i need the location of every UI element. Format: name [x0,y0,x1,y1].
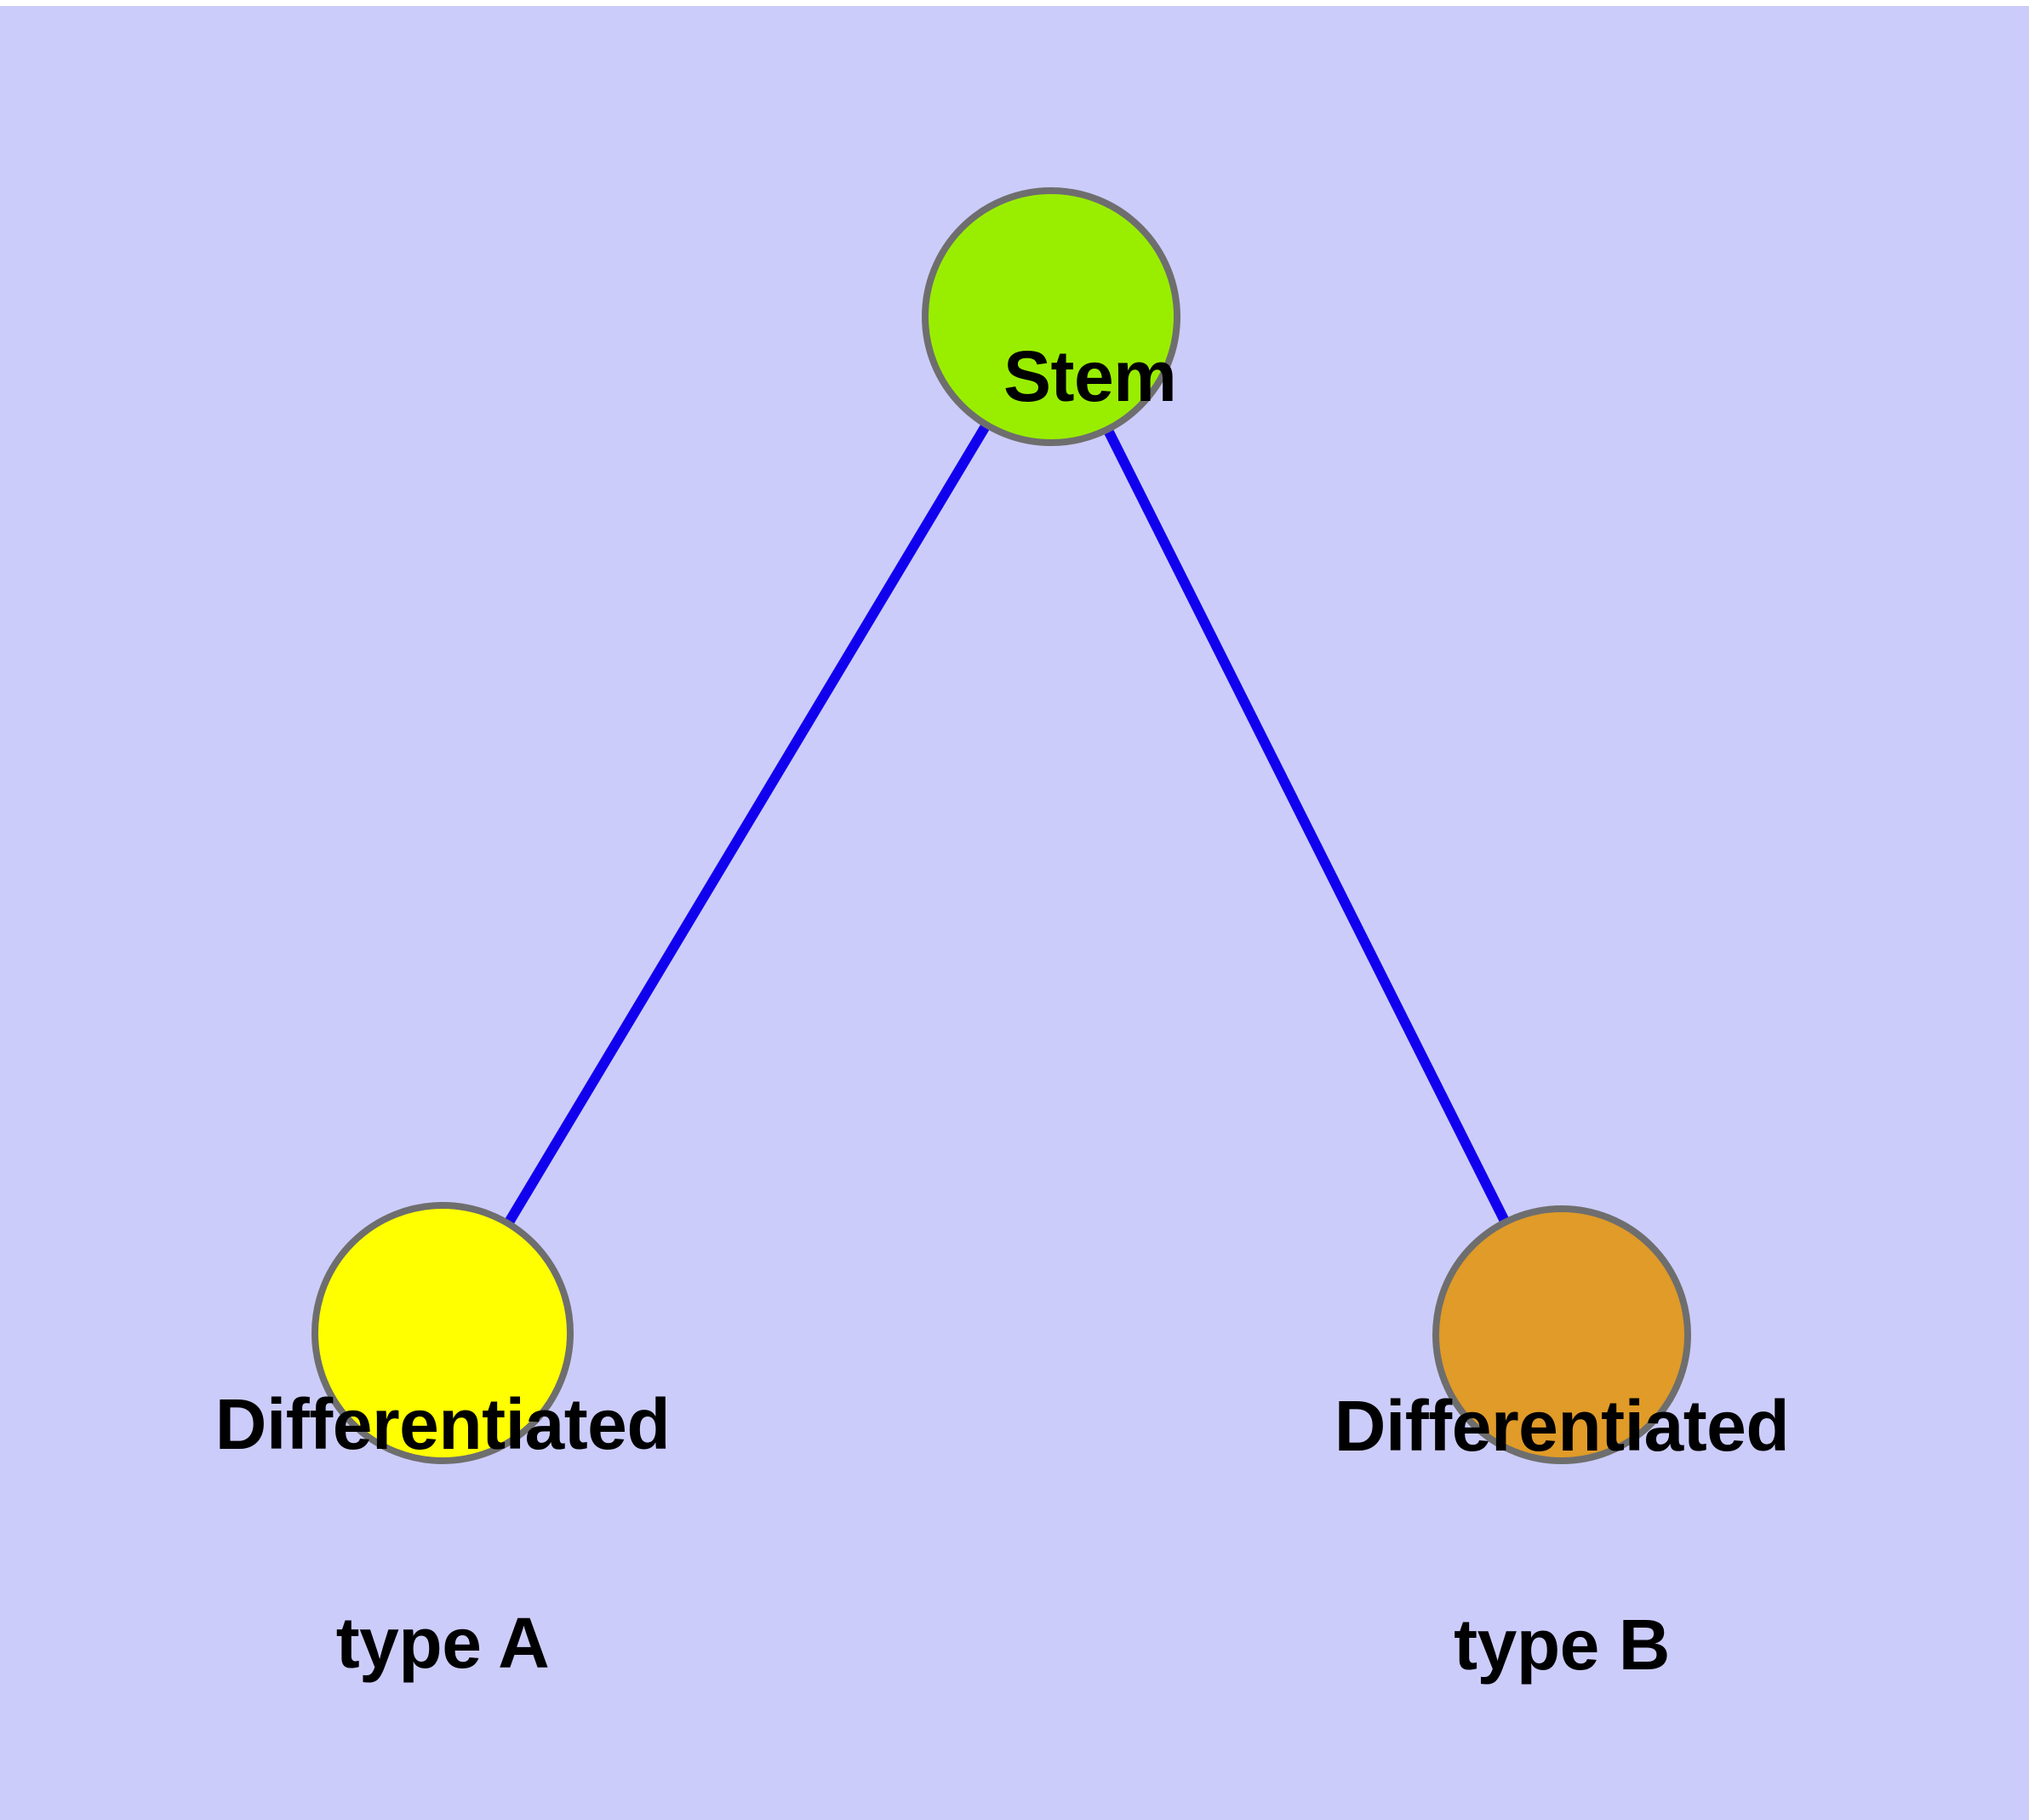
edge-stem-to-differentiated-type-b[interactable] [1046,314,1567,1337]
node-differentiated-type-a[interactable] [311,1202,574,1464]
edge-stem-to-differentiated-type-a[interactable] [437,313,1056,1336]
node-layer [311,187,1691,1464]
node-differentiated-type-b[interactable] [1432,1205,1691,1464]
node-stem[interactable] [922,187,1180,446]
edge-layer [437,313,1567,1337]
